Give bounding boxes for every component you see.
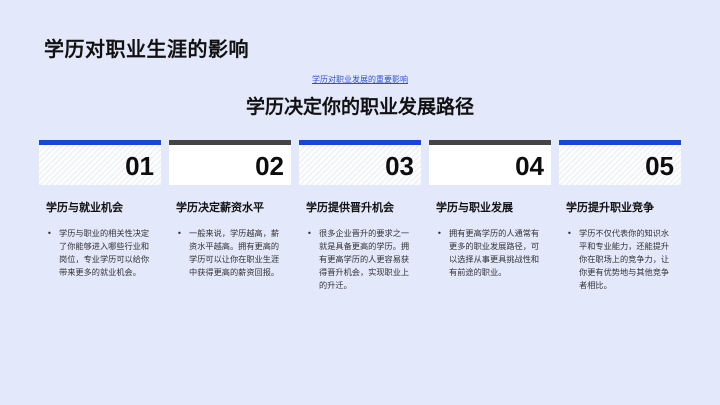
card-header: 02: [169, 140, 291, 185]
card-02: 02 学历决定薪资水平 • 一般来说，学历越高，薪资水平越高。拥有更高的学历可以…: [169, 140, 291, 292]
card-body: • 学历不仅代表你的知识水平和专业能力，还能提升你在职场上的竞争力，让你更有优势…: [567, 227, 675, 292]
card-body: • 很多企业晋升的要求之一就是具备更高的学历。拥有更高学历的人更容易获得晋升机会…: [307, 227, 415, 292]
card-title: 学历与就业机会: [46, 201, 123, 214]
card-body: • 学历与职业的相关性决定了你能够进入哪些行业和岗位，专业学历可以给你带来更多的…: [47, 227, 155, 279]
bullet-icon: •: [307, 228, 312, 238]
card-text: 一般来说，学历越高，薪资水平越高。拥有更高的学历可以让你在职业生涯中获得更高的薪…: [189, 228, 280, 277]
card-01: 01 学历与就业机会 • 学历与职业的相关性决定了你能够进入哪些行业和岗位，专业…: [39, 140, 161, 292]
card-number: 04: [515, 151, 544, 181]
card-number: 05: [645, 151, 674, 181]
card-body: • 拥有更高学历的人通常有更多的职业发展路径，可以选择从事更具挑战性和有前途的职…: [437, 227, 545, 279]
card-title: 学历提升职业竞争: [566, 201, 654, 214]
card-header: 01: [39, 140, 161, 185]
card-text: 学历不仅代表你的知识水平和专业能力，还能提升你在职场上的竞争力，让你更有优势地与…: [579, 228, 670, 290]
bullet-icon: •: [567, 228, 572, 238]
bullet-icon: •: [437, 228, 442, 238]
subtitle-link[interactable]: 学历对职业发展的重要影响: [312, 75, 408, 84]
card-05: 05 学历提升职业竞争 • 学历不仅代表你的知识水平和专业能力，还能提升你在职场…: [559, 140, 681, 292]
bullet-icon: •: [47, 228, 52, 238]
card-number: 02: [255, 151, 284, 181]
card-title: 学历与职业发展: [436, 201, 513, 214]
card-title: 学历提供晋升机会: [306, 201, 394, 214]
card-header: 05: [559, 140, 681, 185]
card-04: 04 学历与职业发展 • 拥有更高学历的人通常有更多的职业发展路径，可以选择从事…: [429, 140, 551, 292]
card-header: 03: [299, 140, 421, 185]
card-text: 学历与职业的相关性决定了你能够进入哪些行业和岗位，专业学历可以给你带来更多的就业…: [59, 228, 150, 277]
card-title: 学历决定薪资水平: [176, 201, 264, 214]
card-header: 04: [429, 140, 551, 185]
main-heading: 学历决定你的职业发展路径: [245, 96, 474, 118]
card-text: 很多企业晋升的要求之一就是具备更高的学历。拥有更高学历的人更容易获得晋升机会，实…: [319, 228, 410, 290]
slide-title: 学历对职业生涯的影响: [44, 37, 249, 61]
card-number: 03: [385, 151, 414, 181]
cards-row: 01 学历与就业机会 • 学历与职业的相关性决定了你能够进入哪些行业和岗位，专业…: [39, 140, 681, 292]
card-text: 拥有更高学历的人通常有更多的职业发展路径，可以选择从事更具挑战性和有前途的职业。: [449, 228, 540, 277]
bullet-icon: •: [177, 228, 182, 238]
card-number: 01: [125, 151, 154, 181]
card-body: • 一般来说，学历越高，薪资水平越高。拥有更高的学历可以让你在职业生涯中获得更高…: [177, 227, 285, 279]
card-03: 03 学历提供晋升机会 • 很多企业晋升的要求之一就是具备更高的学历。拥有更高学…: [299, 140, 421, 292]
